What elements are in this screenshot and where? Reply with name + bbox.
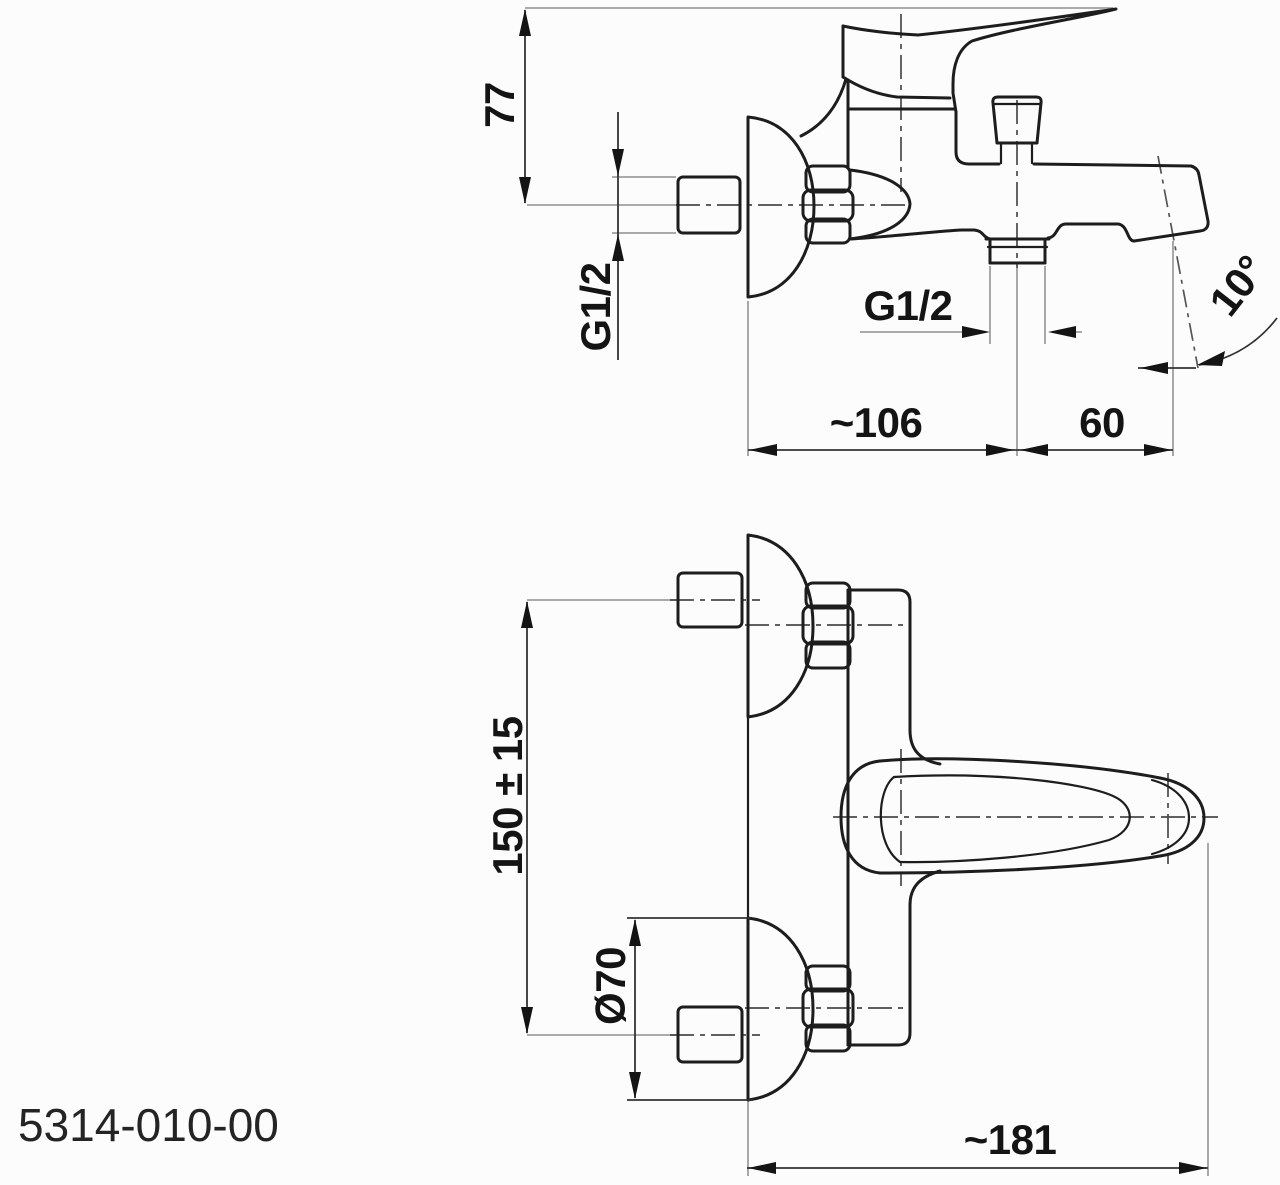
faucet-side-body <box>676 7 1210 299</box>
angle-arc <box>1198 317 1278 366</box>
dim-label-flange-diameter: Ø70 <box>587 947 634 1025</box>
arrow-106-left <box>749 444 777 456</box>
hex-nut-bottom-band1 <box>804 964 852 993</box>
handle-end-cap <box>1158 776 1206 858</box>
arrow-shower-thread-left <box>1048 326 1076 338</box>
dim-label-outlet-to-spout: 60 <box>1079 399 1125 446</box>
eccentric-connector <box>676 175 742 235</box>
hex-nut-top-band3 <box>804 640 852 670</box>
eccentric-connector-top <box>676 571 744 629</box>
faucet-front-body <box>676 533 1206 1102</box>
body-bottom-outline <box>846 903 912 1047</box>
arrow-150-up <box>521 601 533 628</box>
wall-flange-outline <box>746 115 816 299</box>
dim-label-handle-height: 77 <box>476 82 523 128</box>
dim-label-shower-thread: G1/2 <box>863 282 953 329</box>
dim-label-overall-width: ~181 <box>963 1116 1057 1163</box>
handle-back-bulge <box>839 759 882 875</box>
arrow-106-right <box>986 444 1014 456</box>
hex-nut-top-band1 <box>804 581 852 610</box>
handle-bottom-edge <box>878 854 1162 875</box>
deck-step <box>954 110 971 166</box>
arrow-150-down <box>521 1007 533 1034</box>
arrow-inlet-thread-down <box>612 149 624 176</box>
diverter-knob-outline <box>991 95 1043 145</box>
spout-outlet-face <box>1132 164 1210 243</box>
front-dimensions <box>521 601 1208 1174</box>
arrow-angle-tick <box>1140 362 1168 374</box>
product-code: 5314-010-00 <box>18 1099 279 1151</box>
handle-fillet-top <box>908 728 942 766</box>
arrow-60-left <box>1020 444 1048 456</box>
hex-nut-band-bottom <box>804 217 852 245</box>
dim-label-wall-to-outlet: ~106 <box>829 399 923 446</box>
hex-nut-bottom-band2 <box>801 987 855 1029</box>
arrow-60-right <box>1144 444 1172 456</box>
hex-nut-bottom-band3 <box>804 1023 852 1053</box>
handle-inner-contour <box>892 774 1131 864</box>
side-view <box>519 7 1278 456</box>
arrow-shower-thread-right <box>962 326 990 338</box>
arrow-angle-arc <box>1197 351 1225 366</box>
handle-inner-left-curve <box>879 775 902 864</box>
hex-nut-top-band2 <box>801 604 855 646</box>
body-underside-left <box>849 228 992 241</box>
handle-top-edge <box>878 757 1162 780</box>
arrow-70-up <box>629 919 641 946</box>
arrow-181-right <box>1179 1162 1207 1174</box>
bonnet-curve <box>799 77 848 138</box>
front-extension-lines <box>527 599 1209 1176</box>
arrow-77-down <box>519 177 531 204</box>
handle-block-bottom <box>841 75 952 100</box>
eccentric-connector-bottom <box>676 1005 744 1064</box>
body-top-outline <box>846 588 912 732</box>
union-cone <box>848 168 912 241</box>
deck-right-b <box>1032 162 1193 168</box>
arrow-inlet-thread-up <box>612 234 624 261</box>
arrow-181-left <box>748 1162 776 1174</box>
handle-fillet-bottom <box>908 869 942 907</box>
handle-cap-inner-line <box>1150 778 1191 856</box>
dim-label-inlet-thread: G1/2 <box>572 262 619 352</box>
spout-angle-centerline <box>1157 155 1199 369</box>
wall-flange-top <box>746 533 815 719</box>
handle-lever-outline <box>841 7 1118 114</box>
side-dimensions <box>519 9 1278 456</box>
arrow-70-down <box>629 1072 641 1099</box>
front-centerlines <box>670 599 1218 1036</box>
body-underside-notch <box>1046 222 1136 243</box>
hex-nut-band-top <box>804 164 852 194</box>
front-view <box>521 533 1218 1176</box>
dim-label-inlet-spacing: 150 ± 15 <box>484 716 531 876</box>
wall-flange-bottom <box>746 916 815 1102</box>
hex-nut-band-middle <box>801 188 855 223</box>
arrow-77-up <box>519 9 531 36</box>
